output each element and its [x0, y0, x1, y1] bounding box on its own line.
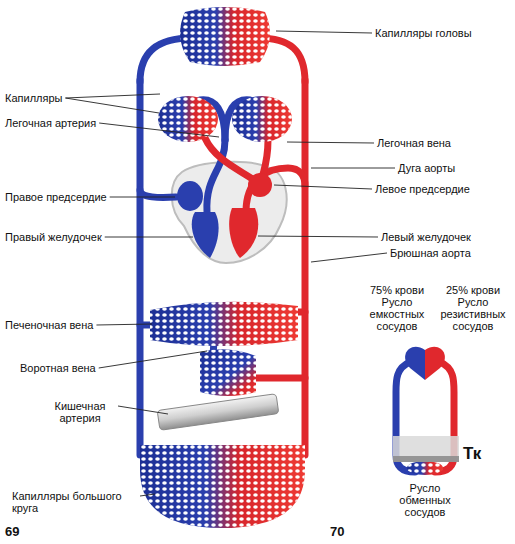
intestinal-artery — [253, 375, 305, 382]
leader-line — [276, 31, 372, 33]
venous-vessels — [140, 38, 415, 472]
leader-line — [99, 123, 219, 137]
leader-line — [311, 168, 395, 169]
leader-line — [65, 94, 160, 98]
bed-label: 25% крови Русло резистивных сосудов — [437, 284, 509, 332]
anatomy-label: Брюшная аорта — [390, 247, 471, 259]
heart-outline — [172, 162, 287, 263]
bed-label: 75% крови Русло емкостных сосудов — [362, 284, 432, 332]
abbreviation-label: Тк — [463, 444, 481, 463]
right-atrium — [177, 181, 203, 211]
leader-line — [118, 406, 168, 414]
liver-capillaries — [150, 302, 298, 346]
anatomy-label: Кишечная артерия — [45, 400, 115, 424]
right-ventricle — [192, 212, 219, 258]
left-atrium — [248, 173, 272, 197]
figure-number: 70 — [330, 524, 344, 539]
intestine-tube — [157, 394, 279, 431]
aorta — [302, 80, 309, 455]
capillary-net — [140, 445, 305, 528]
leader-line — [258, 236, 378, 237]
pulmonary-vein — [262, 140, 268, 178]
leader-line — [96, 324, 152, 325]
aortic-arch — [246, 168, 305, 212]
capillary-net — [200, 349, 256, 396]
pulmonary-vein — [205, 138, 254, 180]
left-ventricle — [229, 208, 258, 258]
capillary-net — [232, 96, 292, 142]
tissue-band-shade — [393, 456, 459, 462]
capillary-net — [150, 302, 298, 346]
leader-line — [274, 185, 372, 189]
heart-half-arterial — [425, 347, 445, 380]
bed-label: Русло обменных сосудов — [389, 482, 461, 518]
capillary-net — [232, 96, 292, 142]
lung-capillaries — [158, 96, 292, 142]
leader-lines — [65, 31, 395, 496]
capillary-net — [407, 461, 443, 475]
intestine-capillaries — [200, 349, 256, 396]
capillary-net — [150, 302, 298, 346]
head-capillaries — [180, 7, 270, 66]
anatomy-label: Капилляры головы — [375, 27, 472, 39]
leader-line — [311, 253, 387, 262]
capillary-net — [140, 445, 305, 528]
capillary-net — [180, 7, 270, 66]
capillary-net — [180, 7, 270, 66]
capillary-net — [158, 96, 218, 142]
vena-cava-inlet — [140, 190, 176, 197]
leader-line — [287, 142, 374, 143]
capillary-net — [158, 96, 218, 142]
leader-line — [110, 197, 175, 198]
leader-line — [99, 351, 207, 368]
anatomy-label: Капилляры большого круга — [12, 490, 137, 514]
vena-cava — [137, 80, 144, 455]
anatomy-label: Печеночная вена — [5, 319, 93, 331]
anatomy-label: Воротная вена — [20, 362, 96, 374]
leader-line — [105, 237, 193, 238]
anatomy-label: Легочная артерия — [5, 117, 96, 129]
capillary-net — [200, 349, 256, 396]
anatomy-label: Правое предсердие — [5, 191, 107, 203]
capillary-net — [407, 461, 443, 475]
systemic-capillaries — [140, 445, 305, 528]
figure-number: 69 — [5, 524, 19, 539]
anatomy-label: Легочная вена — [377, 137, 451, 149]
heart-half-venous — [405, 347, 425, 380]
leader-line — [65, 98, 159, 113]
anatomy-label: Капилляры — [5, 92, 62, 104]
exchange-capillaries — [407, 461, 443, 475]
anatomy-label: Дуга аорты — [398, 162, 455, 174]
anatomy-label: Левый желудочек — [381, 231, 471, 243]
tissue-band — [393, 436, 459, 462]
anatomy-label: Левое предсердие — [375, 183, 470, 195]
anatomy-label: Правый желудочек — [5, 231, 102, 243]
leader-line — [140, 494, 155, 496]
